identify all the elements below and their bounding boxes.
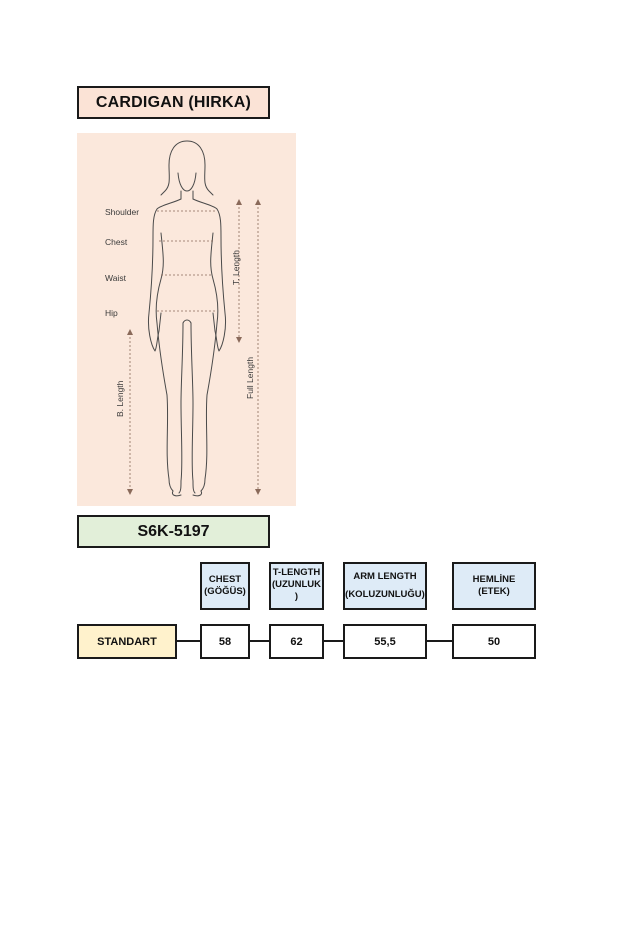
- value-chest: 58: [200, 624, 250, 659]
- header-chest-line2: (GÖĞÜS): [204, 586, 246, 597]
- waist-label: Waist: [105, 273, 127, 283]
- body-silhouette: Shoulder Chest Waist Hip B. Length T. Le…: [105, 140, 261, 497]
- face-outline: [177, 172, 197, 192]
- row-connector: [427, 640, 452, 642]
- row-connector: [324, 640, 343, 642]
- value-arm-length: 55,5: [343, 624, 427, 659]
- full-length-label: Full Length: [245, 357, 255, 399]
- measurement-figure: Shoulder Chest Waist Hip B. Length T. Le…: [77, 133, 296, 506]
- hip-label: Hip: [105, 308, 118, 318]
- header-t-length-line1: T-LENGTH: [272, 567, 321, 578]
- row-connector: [250, 640, 269, 642]
- value-hemline: 50: [452, 624, 536, 659]
- row-label-text: STANDART: [97, 635, 157, 648]
- product-code-box: S6K-5197: [77, 515, 270, 548]
- header-chest-line1: CHEST: [208, 574, 242, 585]
- shoulder-label: Shoulder: [105, 207, 139, 217]
- header-arm-length: ARM LENGTH (KOLUZUNLUĞU): [343, 562, 427, 610]
- row-connector: [177, 640, 200, 642]
- header-arm-length-line2: (KOLUZUNLUĞU): [345, 589, 425, 600]
- value-chest-text: 58: [218, 635, 232, 648]
- header-hemline-line2: (ETEK): [478, 586, 510, 597]
- page-title: CARDIGAN (HIRKA): [95, 93, 252, 111]
- header-chest: CHEST (GÖĞÜS): [200, 562, 250, 610]
- value-t-length-text: 62: [290, 635, 303, 648]
- header-hemline: HEMLİNE (ETEK): [452, 562, 536, 610]
- t-length-label: T. Length: [231, 250, 241, 285]
- value-arm-length-text: 55,5: [374, 635, 396, 648]
- value-hemline-text: 50: [487, 635, 501, 648]
- header-arm-length-line1: ARM LENGTH: [353, 571, 417, 582]
- value-t-length: 62: [269, 624, 324, 659]
- right-contour: [192, 198, 226, 352]
- header-hemline-line1: HEMLİNE: [472, 574, 516, 585]
- row-label-standart: STANDART: [77, 624, 177, 659]
- head-outline: [160, 140, 214, 196]
- product-code: S6K-5197: [137, 522, 210, 540]
- left-contour: [148, 198, 182, 352]
- title-box: CARDIGAN (HIRKA): [77, 86, 270, 119]
- b-length-label: B. Length: [115, 380, 125, 417]
- right-foot: [192, 490, 202, 497]
- header-t-length-line2: (UZUNLUK: [271, 579, 322, 590]
- chest-label: Chest: [105, 237, 128, 247]
- header-t-length-line3: ): [294, 591, 299, 602]
- left-foot: [172, 490, 182, 497]
- header-t-length: T-LENGTH (UZUNLUK ): [269, 562, 324, 610]
